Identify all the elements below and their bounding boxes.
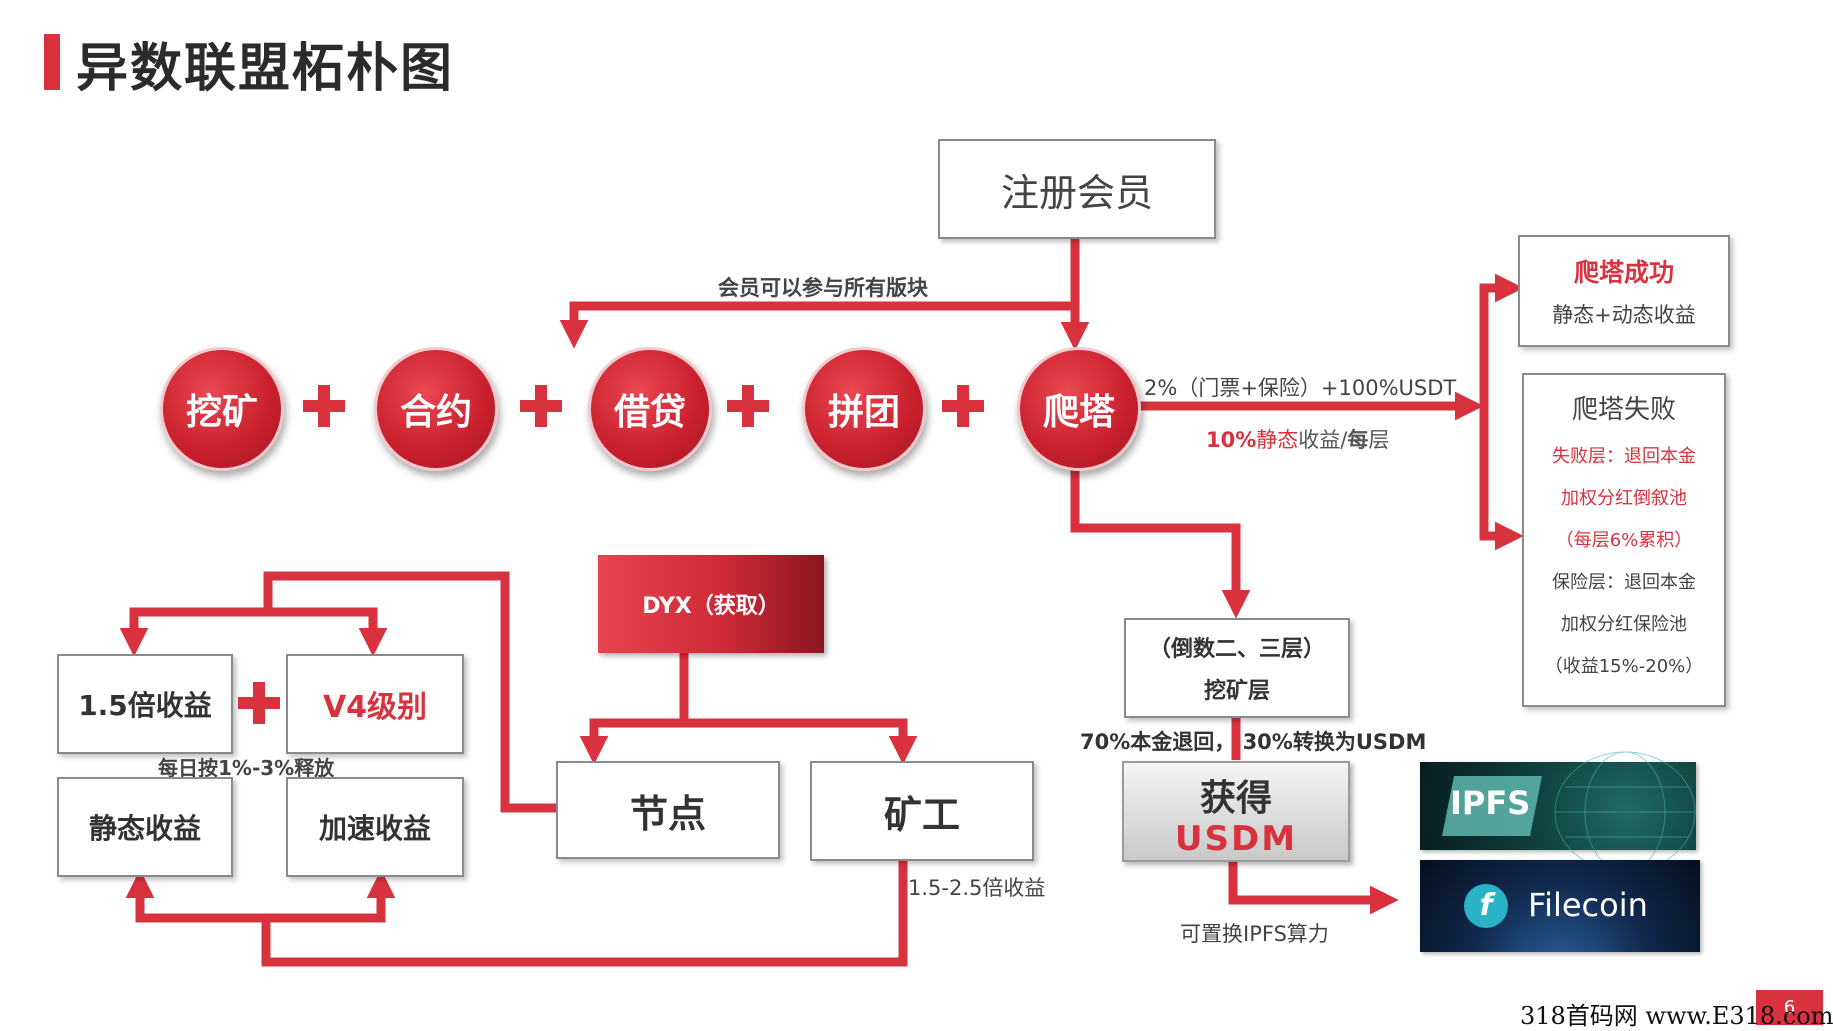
climb-fee-label: 2%（门票+保险）+100%USDT — [1144, 376, 1457, 400]
register-member-box: 注册会员 — [938, 139, 1216, 239]
failure-line: 加权分红倒叙池 — [1561, 488, 1687, 509]
ipfs-logo-text: IPFS — [1450, 784, 1531, 822]
v4-level-box: V4级别 — [286, 654, 464, 754]
failure-line: 保险层：退回本金 — [1552, 572, 1696, 593]
plus-icon — [942, 385, 984, 427]
v4-level-label: V4级别 — [322, 690, 428, 725]
daily-release-note: 每日按1%-3%释放 — [158, 756, 335, 780]
wire-loop-to-v4 — [268, 607, 388, 657]
mining-layer-line2: 挖矿层 — [1203, 679, 1270, 704]
success-title: 爬塔成功 — [1573, 258, 1674, 287]
static-income-box: 静态收益 — [57, 777, 233, 877]
plus-icon — [520, 385, 562, 427]
failure-line: （收益15%-20%） — [1544, 656, 1704, 677]
bonus-1-5x-label: 1.5倍收益 — [78, 689, 212, 722]
success-body: 静态+动态收益 — [1552, 303, 1696, 327]
filecoin-logo-tile: f Filecoin — [1420, 860, 1700, 952]
failure-line: 失败层：退回本金 — [1552, 446, 1696, 467]
failure-line: （每层6%累积） — [1555, 530, 1693, 551]
speed-income-box: 加速收益 — [286, 777, 464, 877]
miner-box: 矿工 — [810, 761, 1034, 861]
bonus-1-5x-box: 1.5倍收益 — [57, 654, 233, 754]
mining-layer-box: （倒数二、三层） 挖矿层 — [1124, 618, 1350, 718]
failure-line: 加权分红保险池 — [1561, 614, 1687, 635]
wire-climb-to-mining — [1070, 468, 1251, 619]
module-lending: 借贷 — [588, 347, 712, 471]
wire-to-fail — [1479, 406, 1524, 551]
module-group-buy: 拼团 — [802, 347, 926, 471]
climb-failure-box: 爬塔失败 失败层：退回本金 加权分红倒叙池 （每层6%累积） 保险层：退回本金 … — [1522, 373, 1726, 707]
wire-miner-loop — [125, 860, 908, 967]
ipfs-logo-tile: IPFS — [1420, 751, 1696, 873]
plus-icon — [727, 385, 769, 427]
wire-loop-to-speed — [266, 869, 396, 923]
page-title: 异数联盟柘朴图 — [76, 39, 455, 99]
wire-dyx-to-nodes — [579, 653, 689, 765]
plus-icon — [303, 385, 345, 427]
usdm-line1: 获得 — [1199, 778, 1272, 819]
usdm-line2: USDM — [1174, 819, 1298, 859]
title-accent-bar — [44, 34, 60, 90]
module-contract: 合约 — [374, 347, 498, 471]
wire-dyx-to-miner — [684, 718, 918, 765]
node-label: 节点 — [629, 791, 706, 836]
wire-usdm-to-filecoin — [1228, 860, 1399, 915]
wire-to-success — [1479, 273, 1524, 540]
refund-note: 70%本金退回， 30%转换为USDM — [1080, 730, 1427, 754]
usdm-box: 获得 USDM — [1122, 761, 1350, 862]
wire-node-loop — [119, 571, 556, 813]
module-mining: 挖矿 — [160, 347, 284, 471]
climb-success-box: 爬塔成功 静态+动态收益 — [1518, 235, 1730, 347]
ipfs-note: 可置换IPFS算力 — [1180, 922, 1329, 946]
dyx-box: DYX（获取） — [598, 555, 824, 653]
climb-static-label: 10%静态收益/每层 — [1206, 428, 1390, 452]
plus-icon — [238, 682, 280, 724]
wire-register-to-lending — [559, 301, 1075, 349]
member-note: 会员可以参与所有版块 — [718, 276, 928, 300]
miner-note: 1.5-2.5倍收益 — [908, 876, 1046, 900]
failure-title: 爬塔失败 — [1571, 395, 1676, 425]
filecoin-icon: f — [1464, 884, 1508, 928]
speed-income-label: 加速收益 — [318, 812, 431, 845]
ipfs-cube-icon — [1442, 776, 1542, 836]
watermark-text: 318首码网 www.E318.com — [1520, 1002, 1833, 1030]
module-tower-climb: 爬塔 — [1017, 347, 1141, 471]
register-label: 注册会员 — [1000, 170, 1153, 215]
node-box: 节点 — [556, 761, 780, 859]
static-income-label: 静态收益 — [88, 812, 201, 845]
filecoin-logo-text: Filecoin — [1528, 886, 1648, 924]
mining-layer-line1: （倒数二、三层） — [1148, 637, 1325, 662]
miner-label: 矿工 — [883, 792, 960, 837]
page-number-badge: 6 — [1756, 990, 1823, 1025]
